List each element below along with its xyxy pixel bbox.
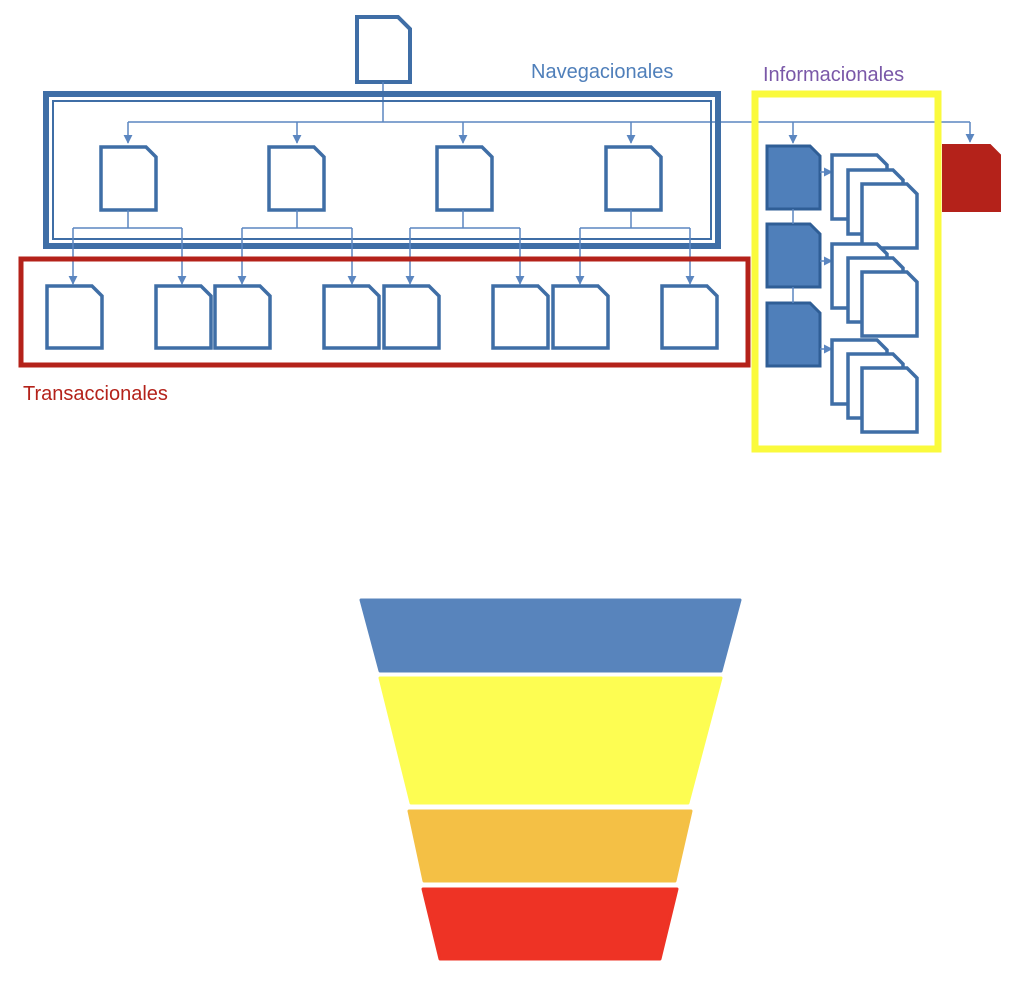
informacionales-frame xyxy=(751,90,942,453)
funnel xyxy=(359,598,742,961)
red-document-icon xyxy=(942,144,1001,212)
funnel-layer-4 xyxy=(421,887,679,961)
root-document-icon xyxy=(355,15,412,84)
level3-connectors xyxy=(68,210,695,285)
stacked-pages-icon xyxy=(830,153,919,434)
navegacionales-frame xyxy=(43,91,721,249)
transaccionales-frame xyxy=(18,256,751,368)
level3-documents xyxy=(45,284,719,350)
informacional-connectors xyxy=(792,167,833,354)
informacional-documents xyxy=(765,144,822,368)
label-transaccionales: Transaccionales xyxy=(23,383,168,405)
label-informacionales: Informacionales xyxy=(763,64,904,86)
root-connectors xyxy=(123,82,975,144)
funnel-layer-1 xyxy=(359,598,742,673)
funnel-layer-3 xyxy=(407,809,693,883)
level2-documents xyxy=(99,145,663,212)
label-navegacionales: Navegacionales xyxy=(531,61,673,83)
funnel-layer-2 xyxy=(378,676,723,805)
